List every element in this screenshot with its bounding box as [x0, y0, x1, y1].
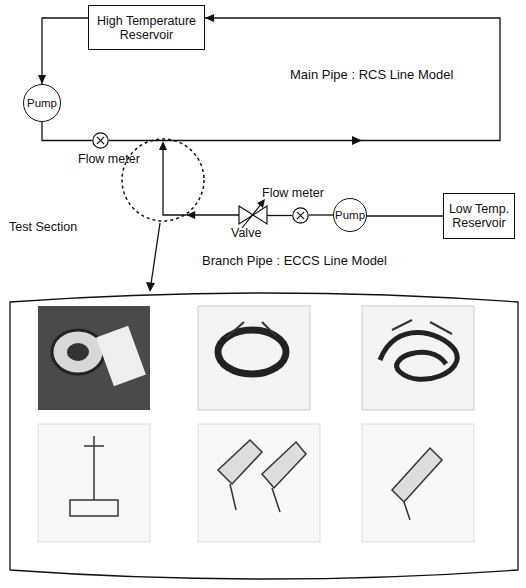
test-section-photos [38, 306, 474, 542]
pipe-line [42, 18, 88, 84]
pump-circle: Pump [23, 84, 61, 122]
photo [198, 424, 320, 542]
photo [38, 306, 150, 410]
flow-meter-symbol: Flow meter [92, 132, 109, 149]
pump-circle: Pump [333, 198, 367, 232]
pipe-connector [42, 122, 92, 141]
node-outline [121, 138, 205, 222]
pipe-line [267, 215, 292, 216]
photo-detail [392, 320, 452, 334]
pipe-connector [267, 215, 292, 216]
pipe-connector [38, 18, 88, 84]
valve-symbol: Valve [239, 206, 267, 224]
meter-cross [297, 212, 304, 219]
node-outline [92, 132, 109, 149]
node-text: Valve [231, 226, 261, 240]
photo-detail [67, 343, 89, 361]
reservoir-box: Low Temp. Reservoir [443, 193, 515, 239]
photo-detail [226, 322, 276, 338]
test-section-circle: Test Section [121, 138, 205, 222]
junction-arrow [159, 141, 167, 150]
photo [362, 306, 474, 410]
pipe-connector [186, 211, 239, 219]
node-text: High Temperature Reservoir [89, 6, 204, 49]
node-outline [239, 206, 267, 224]
arrow-head [38, 75, 46, 84]
photo-detail [96, 326, 146, 386]
flow-meter-symbol: Flow meter [292, 207, 309, 224]
detail-panel [10, 293, 518, 579]
photo-detail [218, 440, 306, 488]
meter-ring [93, 133, 108, 148]
photo [362, 424, 474, 542]
valve-adjust-head [257, 199, 265, 208]
photo [198, 306, 310, 410]
photo-detail [70, 436, 118, 516]
photo-detail [392, 448, 442, 502]
pipe-line [309, 214, 333, 215]
node-text: Test Section [9, 220, 77, 234]
meter-cross [97, 137, 104, 144]
pipe-connector [367, 216, 443, 217]
zoom-leader [151, 223, 160, 284]
zoom-arrow [146, 282, 155, 292]
branch-junction-line [163, 146, 186, 215]
pipe-connector [309, 215, 333, 216]
photo-detail [380, 333, 457, 380]
pipe-label: Branch Pipe : ECCS Line Model [202, 253, 387, 268]
node-outline [292, 207, 309, 224]
photo-detail [404, 502, 410, 520]
photo-detail [230, 484, 280, 512]
photo [38, 424, 150, 542]
valve-adjust-arrow [242, 203, 262, 228]
dashed-outline [122, 139, 204, 221]
node-text: Flow meter [262, 186, 324, 200]
valve-half [239, 206, 253, 224]
photo-detail [52, 330, 104, 374]
pipe-label: Main Pipe : RCS Line Model [290, 67, 453, 82]
meter-ring [293, 208, 308, 223]
reservoir-box: High Temperature Reservoir [88, 5, 205, 50]
arrow-head [205, 14, 214, 22]
node-text: Low Temp. Reservoir [444, 194, 514, 238]
node-text: Pump [24, 85, 60, 121]
pipe-line [367, 215, 443, 216]
valve-half [253, 206, 267, 224]
pipe-line [42, 122, 92, 141]
node-text: Pump [334, 199, 366, 231]
